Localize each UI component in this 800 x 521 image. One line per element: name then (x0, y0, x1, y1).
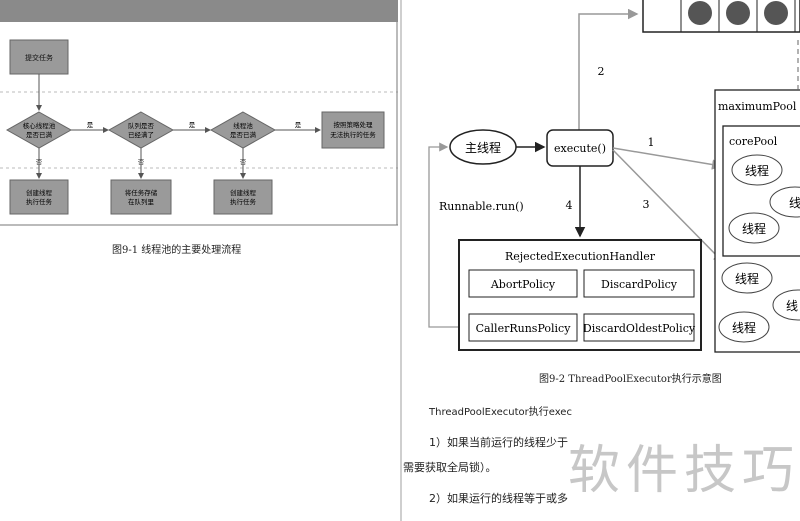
create-thread-box-2 (213, 179, 273, 215)
decision-max-pool (209, 111, 277, 149)
submit-task-label: 提交任务 (25, 53, 53, 62)
queued-task-dot (726, 1, 750, 25)
reject-policy-box (321, 111, 385, 149)
core-pool-label: corePool (729, 135, 778, 148)
step-3-label: 3 (643, 198, 650, 211)
thread-label: 线程 (735, 271, 759, 286)
body-text-line-3: 需要获取全局锁）。 (403, 461, 497, 474)
caller-runs-policy-box (468, 313, 578, 342)
no-label-1: 否 (36, 158, 43, 166)
discard-policy-label: DiscardPolicy (601, 278, 678, 291)
final-box-line1: 按照策略处理 (334, 120, 374, 129)
decision2-line1: 队列是否 (128, 121, 155, 130)
decision3-line2: 是否已满 (230, 130, 257, 139)
blocking-queue (642, 0, 800, 33)
executor-diagram: 2 主线程 execute() 1 3 4 Runnable.run() Rej… (428, 0, 800, 353)
decision1-line1: 核心线程池 (23, 121, 56, 130)
runnable-run-label: Runnable.run() (439, 200, 524, 213)
result1-line2: 执行任务 (26, 197, 53, 206)
maximum-pool-label: maximumPool (718, 100, 797, 113)
thread-label-partial: 线 (786, 299, 798, 313)
watermark: 软件技巧 (568, 441, 800, 501)
yes-label-2: 是 (189, 121, 196, 129)
handler-title: RejectedExecutionHandler (505, 250, 656, 263)
discard-policy-box (583, 269, 695, 298)
step-1-label: 1 (648, 136, 655, 149)
top-band (0, 0, 398, 22)
thread-node (721, 262, 773, 294)
figure-9-2-caption: 图9-2 ThreadPoolExecutor执行示意图 (539, 374, 722, 385)
thread-node (769, 186, 800, 218)
queued-task-dot (764, 1, 788, 25)
thread-node (772, 289, 800, 321)
body-text-line-4: 2）如果运行的线程等于或多 (429, 492, 568, 505)
decision-queue (107, 111, 175, 149)
caller-runs-policy-label: CallerRunsPolicy (476, 322, 572, 335)
no-label-2: 否 (138, 158, 145, 166)
body-text-line-1: ThreadPoolExecutor执行exec (429, 407, 572, 418)
create-thread-box-1 (9, 179, 69, 215)
step-2-label: 2 (598, 65, 605, 78)
thread-node (728, 212, 780, 244)
result1-line1: 创建线程 (26, 188, 53, 197)
decision-core-pool (5, 111, 73, 149)
thread-node (718, 311, 770, 343)
result3-line1: 创建线程 (230, 188, 257, 197)
left-page: 提交任务 核心线程池 是否已满 是 队列是否 已经满了 是 线程池 是否已满 是… (0, 0, 398, 521)
discard-oldest-policy-box (583, 313, 695, 342)
result2-line2: 在队列里 (128, 197, 155, 206)
right-page: 2 主线程 execute() 1 3 4 Runnable.run() Rej… (403, 0, 800, 521)
execute-label: execute() (554, 142, 606, 155)
thread-label: 线程 (742, 221, 766, 236)
step-4-label: 4 (566, 199, 573, 212)
body-text-line-2: 1）如果当前运行的线程少于 (429, 436, 568, 449)
result3-line2: 执行任务 (230, 197, 257, 206)
decision3-line1: 线程池 (233, 121, 253, 130)
final-box-line2: 无法执行的任务 (330, 130, 376, 139)
result2-line1: 将任务存储 (125, 188, 158, 197)
page-divider (400, 0, 402, 521)
yes-label-1: 是 (87, 121, 94, 129)
figure-9-1-caption: 图9-1 线程池的主要处理流程 (112, 245, 242, 256)
store-in-queue-box (110, 179, 172, 215)
discard-oldest-policy-label: DiscardOldestPolicy (583, 322, 696, 335)
yes-label-3: 是 (295, 121, 302, 129)
abort-policy-box (468, 269, 578, 298)
submit-task-box (9, 39, 69, 75)
thread-node (731, 154, 783, 186)
no-label-3: 否 (240, 158, 247, 166)
thread-label-partial: 线 (789, 196, 800, 210)
queued-task-dot (688, 1, 712, 25)
main-thread-label: 主线程 (465, 140, 501, 155)
decision1-line2: 是否已满 (26, 130, 53, 139)
decision2-line2: 已经满了 (128, 130, 154, 139)
abort-policy-label: AbortPolicy (490, 278, 556, 291)
thread-pool-flowchart: 提交任务 核心线程池 是否已满 是 队列是否 已经满了 是 线程池 是否已满 是… (0, 0, 398, 226)
thread-label: 线程 (732, 320, 756, 335)
thread-label: 线程 (745, 163, 769, 178)
